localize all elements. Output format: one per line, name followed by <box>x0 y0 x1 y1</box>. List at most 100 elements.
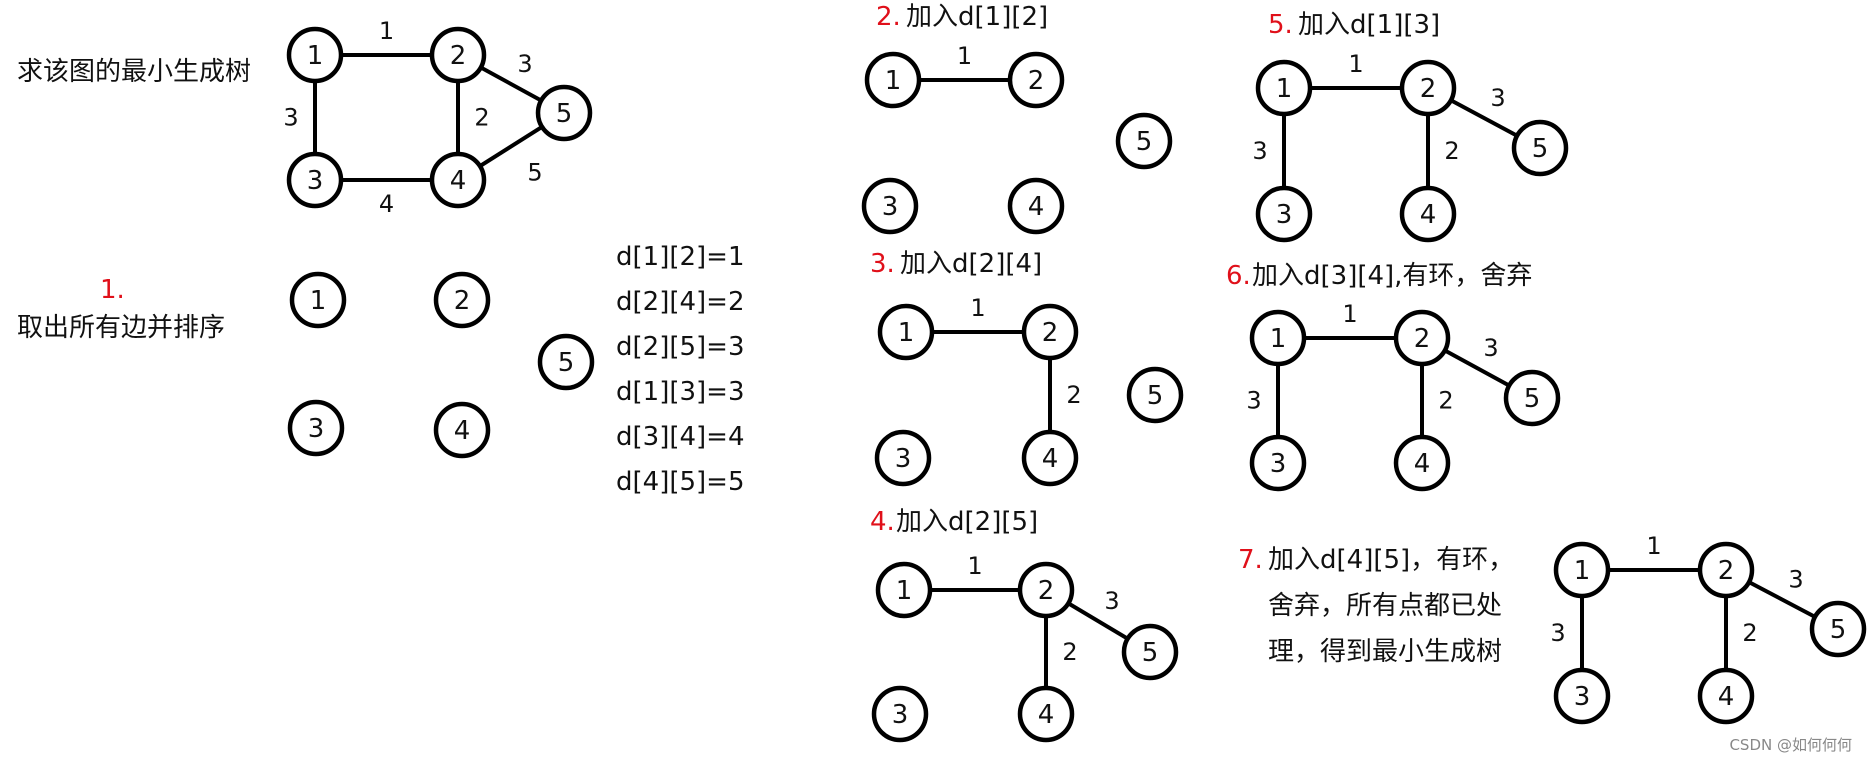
node-4: 4 <box>1017 685 1075 743</box>
node-circle <box>1511 119 1569 177</box>
node-2: 2 <box>1021 303 1079 361</box>
edge-weight-label: 3 <box>1246 387 1261 415</box>
node-circle <box>535 84 593 142</box>
node-label: 5 <box>1136 127 1153 157</box>
step3-caption: 3. 加入d[2][4] <box>870 249 1042 279</box>
node-label: 4 <box>454 416 471 446</box>
intro-title: 求该图的最小生成树 <box>17 57 251 87</box>
node-3: 3 <box>874 429 932 487</box>
sorted-edge-item: d[2][4]=2 <box>616 287 745 317</box>
sorted-edge-item: d[1][2]=1 <box>616 242 745 272</box>
node-circle <box>874 429 932 487</box>
node-circle <box>286 151 344 209</box>
step-text-line: 理，得到最小生成树 <box>1268 637 1502 667</box>
edge-weight-label: 1 <box>1348 50 1363 78</box>
node-5: 5 <box>1121 623 1179 681</box>
node-circle <box>1007 177 1065 235</box>
edge-weight-label: 2 <box>474 104 489 132</box>
node-label: 2 <box>1414 324 1431 354</box>
node-circle <box>1007 51 1065 109</box>
node-3: 3 <box>286 151 344 209</box>
node-circle <box>877 303 935 361</box>
node-3: 3 <box>861 177 919 235</box>
node-label: 5 <box>1142 638 1159 668</box>
edge-weight-label: 3 <box>1490 84 1505 112</box>
edge-weight-label: 3 <box>1252 137 1267 165</box>
node-2: 2 <box>1017 561 1075 619</box>
step-text-line: 舍弃，所有点都已处 <box>1268 591 1502 621</box>
node-1: 1 <box>1255 59 1313 117</box>
edge-weight-label: 2 <box>1438 387 1453 415</box>
step-text-line: 加入d[4][5]，有环， <box>1268 545 1514 575</box>
node-label: 1 <box>885 66 902 96</box>
watermark: CSDN @如何何何 <box>1729 736 1852 754</box>
node-4: 4 <box>1697 667 1755 725</box>
node-circle <box>861 177 919 235</box>
node-label: 4 <box>1028 192 1045 222</box>
node-1: 1 <box>875 561 933 619</box>
step1-number: 1. <box>100 275 125 305</box>
node-circle <box>286 26 344 84</box>
step-number: 6. <box>1226 261 1251 291</box>
edge-weight-label: 1 <box>970 294 985 322</box>
sorted-edge-item: d[3][4]=4 <box>616 422 745 452</box>
node-circle <box>429 151 487 209</box>
edge-weight-label: 1 <box>379 17 394 45</box>
edge-weight-label: 1 <box>967 552 982 580</box>
node-label: 5 <box>558 348 575 378</box>
edge-weight-label: 3 <box>1788 566 1803 594</box>
node-circle <box>433 401 491 459</box>
node-circle <box>1249 434 1307 492</box>
node-1: 1 <box>286 26 344 84</box>
node-circle <box>1697 667 1755 725</box>
step-number: 3. <box>870 249 895 279</box>
node-circle <box>433 271 491 329</box>
node-label: 3 <box>882 192 899 222</box>
node-4: 4 <box>1021 429 1079 487</box>
sorted-edge-item: d[2][5]=3 <box>616 332 745 362</box>
node-5: 5 <box>1115 112 1173 170</box>
node-label: 2 <box>1718 556 1735 586</box>
node-2: 2 <box>1007 51 1065 109</box>
node-circle <box>875 561 933 619</box>
node-1: 1 <box>1249 309 1307 367</box>
step4-caption: 4. 加入d[2][5] <box>870 507 1038 537</box>
node-label: 4 <box>1414 449 1431 479</box>
node-circle <box>1809 600 1867 658</box>
node-5: 5 <box>537 333 595 391</box>
edge-weight-label: 1 <box>1646 532 1661 560</box>
step-text: 加入d[2][4] <box>900 249 1042 279</box>
node-circle <box>1021 429 1079 487</box>
edge-weight-label: 3 <box>517 50 532 78</box>
edge-weight-label: 4 <box>379 190 394 218</box>
node-3: 3 <box>1249 434 1307 492</box>
edge-weight-label: 3 <box>1550 619 1565 647</box>
node-circle <box>1393 309 1451 367</box>
node-label: 2 <box>1038 576 1055 606</box>
node-label: 3 <box>1574 682 1591 712</box>
node-3: 3 <box>287 399 345 457</box>
node-label: 1 <box>1276 74 1293 104</box>
node-circle <box>1553 667 1611 725</box>
step-text: 加入d[1][3] <box>1298 10 1440 40</box>
node-4: 4 <box>433 401 491 459</box>
node-label: 2 <box>1420 74 1437 104</box>
edge-weight-label: 2 <box>1444 137 1459 165</box>
sorted-edge-list: d[1][2]=1 d[2][4]=2 d[2][5]=3 d[1][3]=3 … <box>616 242 745 497</box>
edge-weight-label: 5 <box>527 159 542 187</box>
node-circle <box>1017 561 1075 619</box>
node-2: 2 <box>1393 309 1451 367</box>
step5-caption: 5. 加入d[1][3] <box>1268 10 1440 40</box>
node-circle <box>1121 623 1179 681</box>
node-label: 5 <box>556 99 573 129</box>
node-circle <box>871 685 929 743</box>
node-label: 4 <box>450 166 467 196</box>
step-text: 加入d[1][2] <box>906 2 1048 32</box>
node-label: 2 <box>1042 318 1059 348</box>
edge-weight-label: 2 <box>1742 619 1757 647</box>
